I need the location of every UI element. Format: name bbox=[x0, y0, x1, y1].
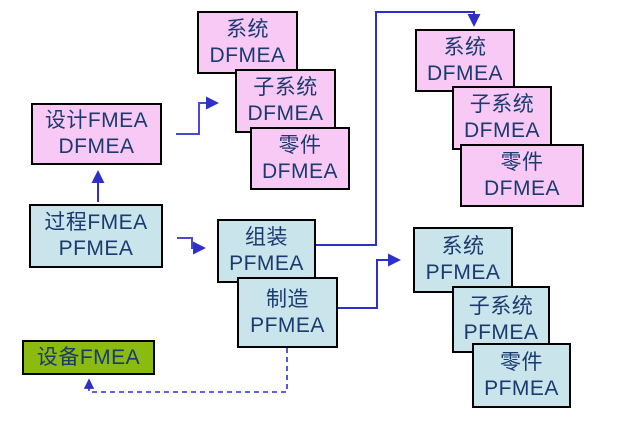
box-label: DFMEA bbox=[209, 43, 286, 67]
box-label: DFMEA bbox=[262, 159, 338, 183]
box-part-pfmea-right: 零件 PFMEA bbox=[472, 343, 571, 408]
arrow-process-to-assembly bbox=[177, 237, 206, 255]
box-label: DFMEA bbox=[247, 102, 324, 125]
box-label: 制造 bbox=[266, 287, 309, 311]
box-system-pfmea-right: 系统 PFMEA bbox=[413, 227, 513, 293]
box-label: PFMEA bbox=[58, 237, 134, 260]
box-system-dfmea-right: 系统 DFMEA bbox=[415, 29, 515, 92]
box-label: 设备FMEA bbox=[36, 345, 141, 369]
box-system-dfmea-mid: 系统 DFMEA bbox=[197, 11, 298, 74]
box-manufacturing-pfmea: 制造 PFMEA bbox=[237, 277, 338, 348]
box-label: 过程FMEA bbox=[44, 211, 148, 234]
box-label: 系统 bbox=[443, 35, 487, 59]
box-label: 子系统 bbox=[468, 294, 534, 318]
box-part-dfmea-right: 零件 DFMEA bbox=[460, 144, 584, 207]
box-label: 子系统 bbox=[469, 93, 535, 116]
box-equipment-fmea: 设备FMEA bbox=[22, 340, 155, 375]
box-label: PFMEA bbox=[425, 261, 501, 284]
box-assembly-pfmea: 组装 PFMEA bbox=[217, 219, 316, 283]
box-label: 零件 bbox=[278, 133, 322, 157]
arrow-manufacturing-to-equipment-dashed bbox=[83, 348, 288, 393]
box-label: PFMEA bbox=[484, 376, 559, 400]
box-label: 零件 bbox=[500, 150, 544, 174]
box-subsystem-dfmea-right: 子系统 DFMEA bbox=[452, 86, 552, 150]
box-label: 系统 bbox=[441, 235, 485, 258]
box-label: DFMEA bbox=[427, 61, 503, 85]
box-subsystem-dfmea-mid: 子系统 DFMEA bbox=[235, 69, 336, 133]
box-design-dfmea: 设计FMEA DFMEA bbox=[31, 103, 162, 165]
box-label: 系统 bbox=[226, 17, 269, 41]
box-label: PFMEA bbox=[229, 252, 304, 275]
box-label: DFMEA bbox=[58, 135, 135, 158]
box-subsystem-pfmea-right: 子系统 PFMEA bbox=[452, 286, 550, 353]
box-label: PFMEA bbox=[463, 320, 539, 344]
box-label: 设计FMEA bbox=[44, 109, 149, 132]
box-label: DFMEA bbox=[464, 119, 540, 142]
box-part-dfmea-mid: 零件 DFMEA bbox=[250, 127, 350, 190]
arrow-manufacturing-to-pfmea-right bbox=[338, 253, 401, 309]
arrow-assembly-to-dfmea-right bbox=[316, 11, 481, 246]
box-label: 组装 bbox=[245, 226, 288, 249]
box-label: 子系统 bbox=[253, 76, 318, 99]
box-label: DFMEA bbox=[484, 176, 560, 200]
box-process-pfmea: 过程FMEA PFMEA bbox=[29, 204, 163, 268]
box-label: 零件 bbox=[500, 350, 543, 374]
arrow-design-to-dfmea-stack bbox=[176, 96, 219, 135]
box-label: PFMEA bbox=[250, 313, 325, 337]
